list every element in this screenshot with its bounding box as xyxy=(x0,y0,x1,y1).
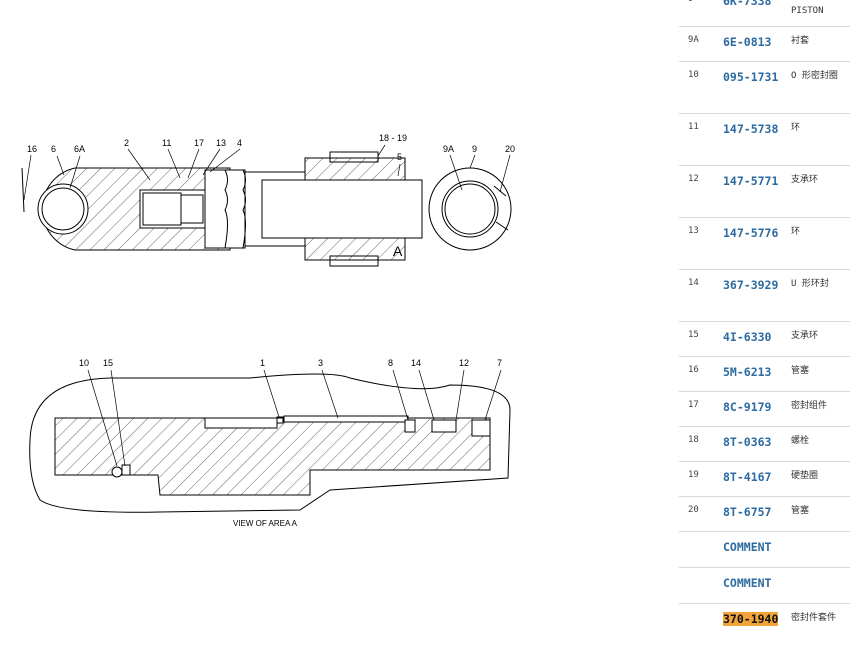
callout-1: 1 xyxy=(260,358,265,368)
parts-row: 11 147-5738 环 xyxy=(679,114,850,166)
part-description: 环 xyxy=(791,123,801,133)
part-number-link[interactable]: 4I-6330 xyxy=(723,330,772,344)
callout-20: 20 xyxy=(505,144,515,154)
item-number: 15 xyxy=(688,330,699,340)
parts-row: 10 095-1731 O 形密封圈 xyxy=(679,62,850,114)
callout-8: 8 xyxy=(388,358,393,368)
part-description: 硬垫圈 xyxy=(791,471,819,481)
top-callouts: 16 6 6A 2 11 17 13 4 18 - 19 5 9A 9 20 A xyxy=(27,133,515,259)
part-description: 支承环 xyxy=(791,331,819,341)
area-a-detail-view xyxy=(29,373,511,513)
highlighted-part-number: 370-1940 xyxy=(723,612,779,626)
callout-15: 15 xyxy=(103,358,113,368)
comment-link[interactable]: COMMENT xyxy=(723,576,772,590)
parts-row: 17 8C-9179 密封组件 xyxy=(679,392,850,427)
part-description: 支承环 xyxy=(791,175,819,185)
cylinder-exploded-drawing: 16 6 6A 2 11 17 13 4 18 - 19 5 9A 9 20 A xyxy=(21,133,515,528)
comment-link[interactable]: COMMENT xyxy=(723,540,772,554)
detail-caption: VIEW OF AREA A xyxy=(233,519,298,528)
parts-row: 20 8T-6757 管塞 xyxy=(679,497,850,532)
item-number: 11 xyxy=(688,122,699,132)
part-number-link-highlighted[interactable]: 370-1940 xyxy=(723,611,779,628)
part-description: 螺栓 xyxy=(791,436,810,446)
item-number: 12 xyxy=(688,174,699,184)
parts-row: 9 6K-7338 PISTON xyxy=(679,0,850,27)
callout-10: 10 xyxy=(79,358,89,368)
part-description: 管塞 xyxy=(791,366,810,376)
part-description: PISTON xyxy=(791,6,824,16)
part-number-link[interactable]: 095-1731 xyxy=(723,70,779,84)
callout-9: 9 xyxy=(472,144,477,154)
callout-7: 7 xyxy=(497,358,502,368)
part-number-link[interactable]: 147-5738 xyxy=(723,122,779,136)
callout-12: 12 xyxy=(459,358,469,368)
item-number: 10 xyxy=(688,70,699,80)
part-description: 衬套 xyxy=(791,36,810,46)
part-description: 密封组件 xyxy=(791,401,828,411)
part-description: U 形环封 xyxy=(791,279,829,289)
detail-leader-lines xyxy=(87,369,502,467)
callout-13: 13 xyxy=(216,138,226,148)
parts-row: COMMENT xyxy=(679,532,850,568)
parts-row: 19 8T-4167 硬垫圈 xyxy=(679,462,850,497)
part-number-link[interactable]: 8T-6757 xyxy=(723,505,772,519)
item-number: 20 xyxy=(688,505,699,515)
callout-16: 16 xyxy=(27,144,37,154)
parts-row: 14 367-3929 U 形环封 xyxy=(679,270,850,322)
area-a-marker: A xyxy=(393,243,403,259)
callout-17: 17 xyxy=(194,138,204,148)
callout-9a: 9A xyxy=(443,144,454,154)
callout-18-19: 18 - 19 xyxy=(379,133,407,143)
part-description: 管塞 xyxy=(791,506,810,516)
parts-row: 15 4I-6330 支承环 xyxy=(679,322,850,357)
part-number-link[interactable]: 6K-7338 xyxy=(723,0,772,8)
part-number-link[interactable]: 367-3929 xyxy=(723,278,779,292)
part-description: 环 xyxy=(791,227,801,237)
parts-row: 12 147-5771 支承环 xyxy=(679,166,850,218)
callout-6a: 6A xyxy=(74,144,85,154)
callout-2: 2 xyxy=(124,138,129,148)
parts-row: 16 5M-6213 管塞 xyxy=(679,357,850,392)
detail-callouts: 10 15 1 3 8 14 12 7 VIEW OF AREA A xyxy=(79,358,502,528)
part-number-link[interactable]: 8T-0363 xyxy=(723,435,772,449)
item-number: 9 xyxy=(688,0,693,4)
part-number-link[interactable]: 147-5776 xyxy=(723,226,779,240)
part-number-link[interactable]: 5M-6213 xyxy=(723,365,772,379)
item-number: 19 xyxy=(688,470,699,480)
cylinder-section-view xyxy=(21,151,512,267)
callout-6: 6 xyxy=(51,144,56,154)
callout-3: 3 xyxy=(318,358,323,368)
callout-14: 14 xyxy=(411,358,421,368)
item-number: 9A xyxy=(688,35,699,45)
item-number: 13 xyxy=(688,226,699,236)
part-number-link[interactable]: 147-5771 xyxy=(723,174,779,188)
item-number: 17 xyxy=(688,400,699,410)
parts-row: 370-1940 密封件套件 xyxy=(679,604,850,664)
part-number-link[interactable]: 8C-9179 xyxy=(723,400,772,414)
part-number-link[interactable]: 6E-0813 xyxy=(723,35,772,49)
item-number: 14 xyxy=(688,278,699,288)
part-number-link[interactable]: 8T-4167 xyxy=(723,470,772,484)
parts-row: 18 8T-0363 螺栓 xyxy=(679,427,850,462)
parts-row: 13 147-5776 环 xyxy=(679,218,850,270)
item-number: 18 xyxy=(688,435,699,445)
callout-5: 5 xyxy=(397,152,402,162)
callout-4: 4 xyxy=(237,138,242,148)
parts-row: 9A 6E-0813 衬套 xyxy=(679,27,850,62)
top-leader-lines xyxy=(23,144,511,201)
parts-list: 9 6K-7338 PISTON 9A 6E-0813 衬套 10 095-17… xyxy=(679,0,850,664)
item-number: 16 xyxy=(688,365,699,375)
callout-11: 11 xyxy=(162,138,171,148)
part-description: 密封件套件 xyxy=(791,613,837,623)
part-description: O 形密封圈 xyxy=(791,71,838,81)
parts-row: COMMENT xyxy=(679,568,850,604)
